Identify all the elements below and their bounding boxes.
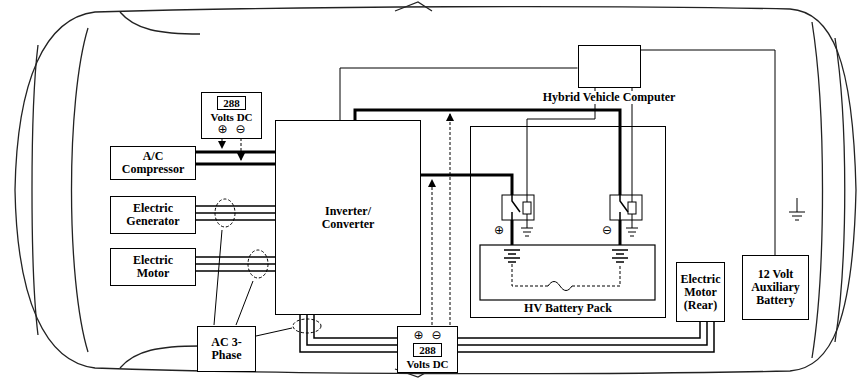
wire — [641, 50, 776, 255]
wire — [196, 263, 275, 265]
battery-pack: HV Battery Pack — [470, 126, 666, 318]
wire-connector — [196, 152, 275, 164]
inverter-box: Inverter/ Converter — [275, 120, 421, 315]
wire — [196, 163, 275, 166]
component-box: Electric Generator — [110, 196, 196, 234]
polarity-sign: ⊕ — [217, 123, 227, 136]
voltage-reading: 288 — [413, 343, 442, 357]
wire — [421, 174, 470, 177]
polarity-sign: ⊖ — [236, 123, 246, 136]
voltmeter: ⊕⊖288Volts DC — [397, 326, 458, 373]
node-label: Hybrid Vehicle Computer — [542, 91, 677, 104]
battery-box: 12 Volt Auxiliary Battery — [742, 255, 809, 320]
car-outline — [15, 2, 856, 377]
wire-connector — [300, 315, 714, 352]
component-box: A/C Compressor — [110, 146, 196, 180]
wire-connector — [641, 50, 776, 255]
wire — [196, 256, 275, 258]
wire — [300, 315, 714, 352]
computer-box — [578, 45, 641, 88]
wire — [307, 315, 707, 345]
wire-connector — [196, 206, 275, 220]
node-label: AC 3-Phase — [202, 336, 252, 362]
node-label: Electric Motor — [118, 254, 188, 280]
wire — [314, 315, 700, 338]
polarity-row: ⊕⊖ — [413, 329, 441, 342]
node-label: Inverter/ Converter — [312, 205, 384, 231]
polarity-sign: ⊕ — [494, 224, 504, 237]
polarity-sign: ⊖ — [432, 329, 442, 342]
motor-box: Electric Motor (Rear) — [676, 262, 725, 322]
node-label: Volts DC — [210, 111, 252, 123]
node-label: A/C Compressor — [116, 150, 191, 176]
battery-internals — [470, 126, 655, 300]
component-box: Electric Motor — [110, 248, 196, 286]
callout-box: AC 3-Phase — [197, 326, 256, 372]
voltmeter: 288Volts DC⊕⊖ — [201, 92, 262, 139]
voltage-reading: 288 — [217, 96, 246, 110]
node-label: Electric Motor (Rear) — [679, 273, 722, 312]
ground-symbol — [789, 198, 805, 220]
polarity-row: ⊕⊖ — [217, 123, 245, 136]
polarity-sign: ⊕ — [413, 329, 423, 342]
wire — [196, 205, 275, 207]
wire-connector — [421, 175, 470, 176]
wire — [196, 212, 275, 214]
polarity-sign: ⊖ — [602, 224, 612, 237]
wire — [196, 270, 275, 272]
wire — [196, 151, 275, 154]
node-label: Electric Generator — [118, 202, 188, 228]
node-label: Volts DC — [406, 358, 448, 370]
node-label: HV Battery Pack — [524, 302, 612, 315]
wire — [196, 219, 275, 221]
node-label: 12 Volt Auxiliary Battery — [745, 268, 806, 307]
computer-module: Hybrid Vehicle Computer — [529, 45, 689, 107]
wire-connector — [196, 257, 275, 271]
